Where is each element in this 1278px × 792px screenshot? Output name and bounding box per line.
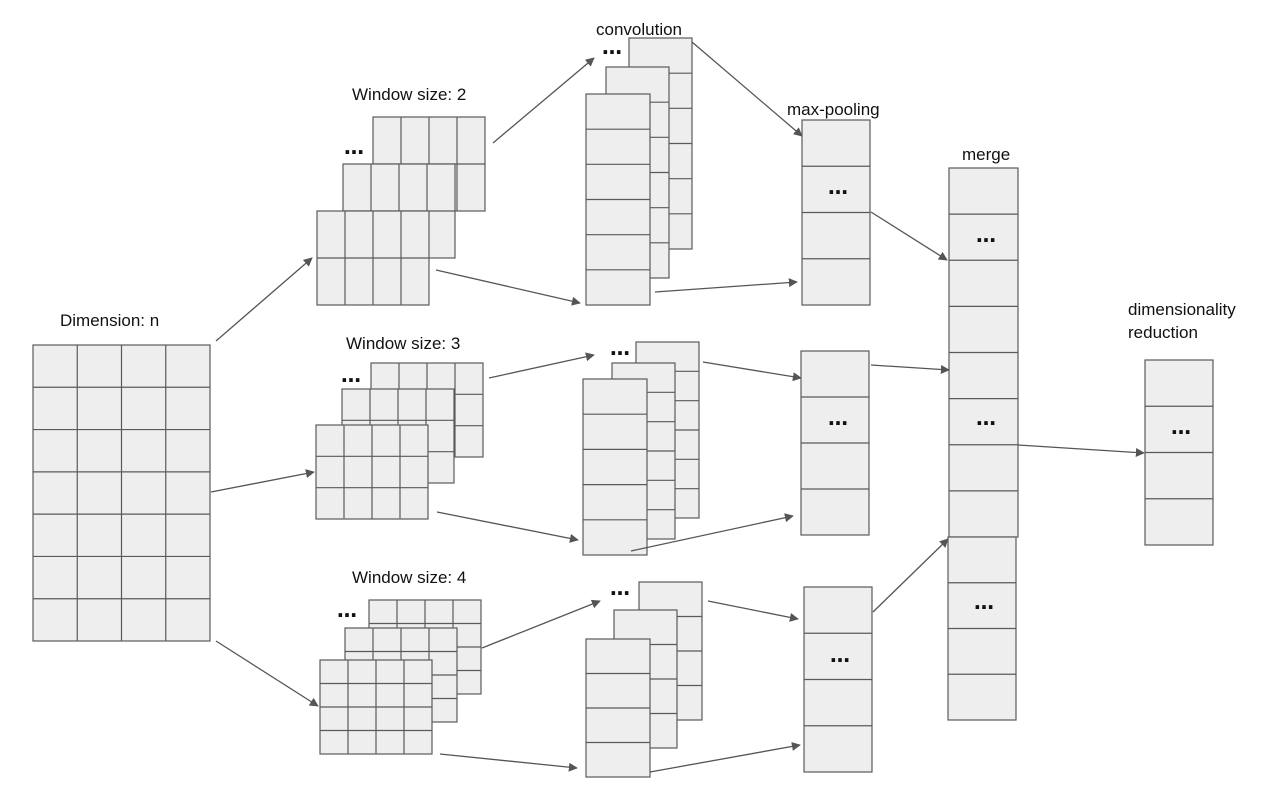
window-size-4-label: Window size: 4 xyxy=(352,568,466,587)
dimensionality-reduction-label-line2: reduction xyxy=(1128,323,1198,342)
ellipsis-merge-3: … xyxy=(974,590,995,614)
arrow-pool1-to-merge xyxy=(870,211,948,261)
input-matrix xyxy=(32,344,211,642)
ellipsis-reduction: … xyxy=(1171,415,1192,439)
ellipsis-window4-stack: … xyxy=(337,598,358,622)
arrow-window2-to-conv-back xyxy=(492,57,595,144)
window-size-2-label: Window size: 2 xyxy=(352,85,466,104)
arrow-conv2-back-to-pool xyxy=(702,361,802,382)
arrow-input-to-window4 xyxy=(215,640,319,707)
ellipsis-conv3-stack: … xyxy=(610,576,631,600)
conv1-map-front xyxy=(585,93,651,306)
dimension-label: Dimension: n xyxy=(60,311,159,330)
ellipsis-conv2-stack: … xyxy=(610,336,631,360)
max-pooling-label: max-pooling xyxy=(787,100,880,119)
window-size-3-label: Window size: 3 xyxy=(346,334,460,353)
window4-filter-front xyxy=(319,659,433,755)
ellipsis-pool3: … xyxy=(830,643,851,667)
arrow-conv1-back-to-pool xyxy=(691,41,803,137)
arrow-conv2-front-to-pool xyxy=(630,513,794,552)
ellipsis-pool2: … xyxy=(828,406,849,430)
ellipsis-window2-stack: … xyxy=(344,135,365,159)
pool2-column xyxy=(800,350,870,536)
ellipsis-pool1: … xyxy=(828,175,849,199)
arrow-pool2-to-merge xyxy=(870,364,950,374)
pool1-column xyxy=(801,119,871,306)
conv3-map-front xyxy=(585,638,651,778)
ellipsis-window3-stack: … xyxy=(341,363,362,387)
arrow-window2-to-conv-front xyxy=(435,269,581,306)
window3-filter-front xyxy=(315,424,429,520)
merge-column-bottom xyxy=(947,536,1017,721)
arrow-window3-to-conv-back xyxy=(488,352,595,379)
arrow-conv3-front-to-pool xyxy=(649,742,801,773)
arrow-merge-to-reduction xyxy=(1017,444,1145,457)
ellipsis-merge-2: … xyxy=(976,406,997,430)
arrow-pool3-to-merge xyxy=(872,538,949,613)
reduction-column xyxy=(1144,359,1214,546)
window2-filter-front xyxy=(316,210,430,306)
arrow-window4-to-conv-back xyxy=(481,599,601,649)
arrow-window4-to-conv-front xyxy=(439,753,578,772)
arrow-conv3-back-to-pool xyxy=(707,600,799,622)
ellipsis-conv1-stack: … xyxy=(602,35,623,59)
dimensionality-reduction-label-line1: dimensionality xyxy=(1128,300,1236,319)
arrow-window3-to-conv-front xyxy=(436,511,579,543)
arrow-input-to-window2 xyxy=(215,257,313,342)
conv2-map-front xyxy=(582,378,648,556)
merge-column-top xyxy=(948,167,1019,538)
arrow-input-to-window3 xyxy=(210,469,315,493)
merge-label: merge xyxy=(962,145,1010,164)
pool3-column xyxy=(803,586,873,773)
ellipsis-merge-1: … xyxy=(976,223,997,247)
arrow-conv1-front-to-pool xyxy=(654,278,798,293)
convolution-label: convolution xyxy=(596,20,682,39)
